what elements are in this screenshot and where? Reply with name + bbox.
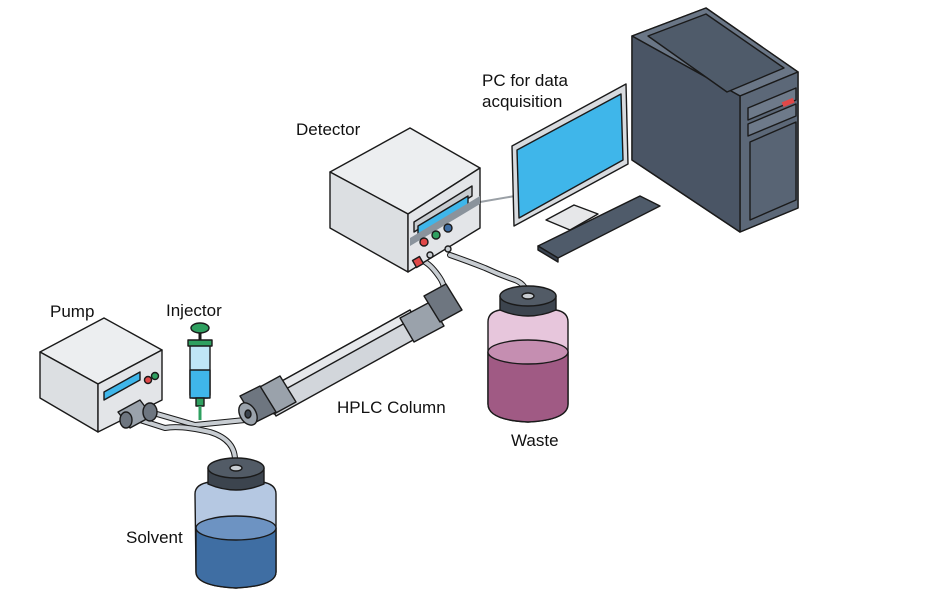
solvent-bottle-icon <box>194 457 277 589</box>
keyboard-icon <box>537 195 661 263</box>
label-pc: PC for data acquisition <box>482 70 568 112</box>
label-injector: Injector <box>166 301 222 320</box>
label-waste: Waste <box>511 431 559 450</box>
detector-icon <box>329 127 481 273</box>
hplc-column-icon <box>238 283 463 426</box>
monitor-icon <box>511 83 629 231</box>
injector-syringe-icon <box>187 322 213 420</box>
pump-icon <box>39 317 163 433</box>
label-pump: Pump <box>50 302 95 321</box>
label-pc-line2: acquisition <box>482 92 563 111</box>
label-hplc-column: HPLC Column <box>337 398 446 417</box>
waste-bottle-icon <box>487 285 569 423</box>
label-pc-line1: PC for data <box>482 71 568 90</box>
pc-tower-icon <box>631 7 799 233</box>
label-detector: Detector <box>296 120 361 139</box>
label-solvent: Solvent <box>126 528 183 547</box>
